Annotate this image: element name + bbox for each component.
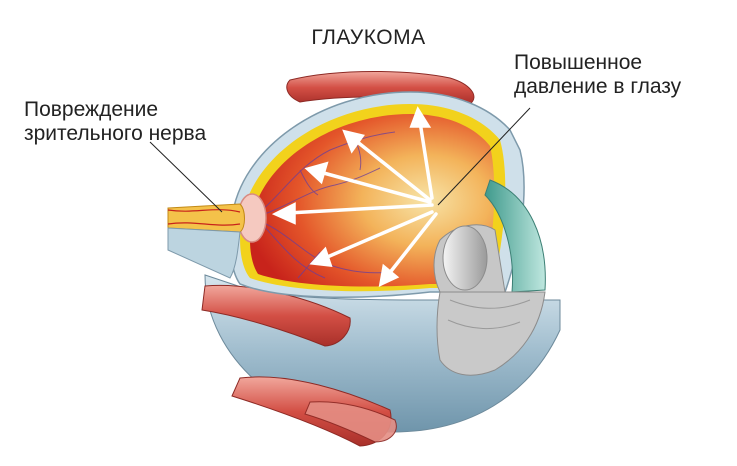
retinal-blood-vessels: [261, 131, 396, 279]
leader-line-pressure: [437, 107, 531, 206]
iris-fold: [447, 319, 521, 330]
optic-nerve-vessel: [167, 222, 241, 226]
inferior-oblique-muscle: [304, 401, 397, 443]
label-line: Повышенное: [514, 51, 643, 74]
iris-fold: [449, 299, 531, 309]
leader-line-nerve: [149, 141, 223, 213]
optic-nerve: [167, 203, 245, 233]
pressure-arrows: [271, 106, 438, 288]
diagram-title: ГЛАУКОМА: [311, 26, 426, 49]
label-line: Повреждение: [24, 98, 159, 121]
iris-lower: [436, 291, 546, 376]
vitreous-body: [250, 114, 495, 287]
lens: [442, 225, 488, 291]
optic-nerve-vessel: [167, 209, 241, 213]
label-line: давление в глазу: [514, 75, 682, 98]
label-increased-pressure: Повышенное давление в глазу: [514, 51, 681, 99]
label-line: зрительного нерва: [24, 122, 207, 145]
label-optic-nerve-damage: Повреждение зрительного нерва: [24, 98, 206, 146]
cornea: [484, 179, 546, 293]
optic-nerve-sheath: [167, 227, 241, 279]
